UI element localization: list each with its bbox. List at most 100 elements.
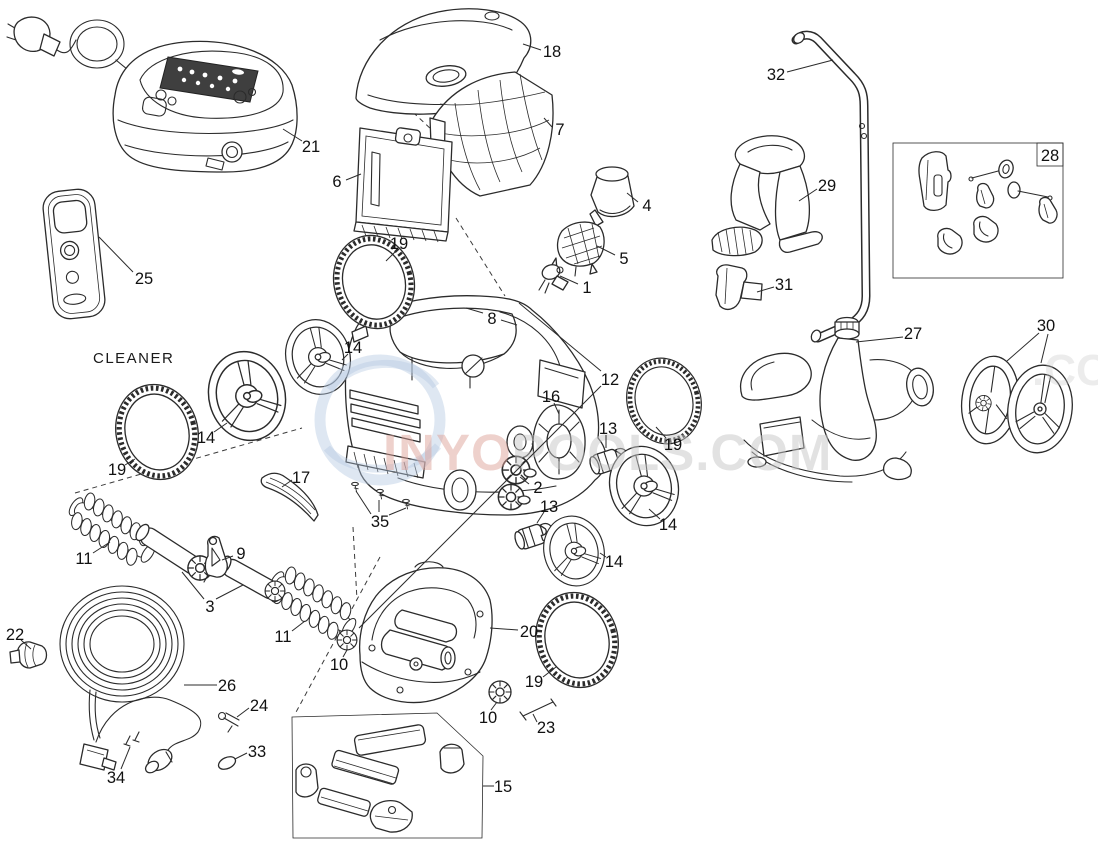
callout-leader-20 — [489, 627, 519, 631]
hose-fitting — [538, 264, 569, 294]
watermark-logo-swirl — [314, 354, 446, 486]
callout-14: 14 — [605, 553, 623, 571]
callout-20: 20 — [520, 623, 538, 641]
callout-14: 14 — [197, 429, 215, 447]
callout-leader-14 — [213, 422, 228, 433]
callout-leader-14 — [648, 508, 661, 520]
callout-19: 19 — [525, 673, 543, 691]
caddy-wheels — [960, 355, 1073, 454]
float-kit-box — [291, 712, 484, 839]
callout-15: 15 — [494, 778, 512, 796]
callout-leader-5 — [596, 245, 616, 256]
callout-18: 18 — [543, 43, 561, 61]
callout-21: 21 — [302, 138, 320, 156]
callout-leader-14 — [599, 552, 607, 558]
callout-leader-22 — [20, 639, 32, 650]
caddy-hook — [711, 135, 823, 257]
callout-leader-10 — [342, 649, 348, 658]
callout-leader-19 — [124, 458, 136, 466]
callout-4: 4 — [642, 197, 651, 215]
callout-1: 1 — [582, 279, 591, 297]
callout-leader-14 — [341, 353, 349, 361]
callout-25: 25 — [135, 270, 153, 288]
callout-leader-19 — [542, 666, 557, 678]
caddy-base — [740, 316, 934, 483]
hardware-kit-box — [892, 142, 1064, 279]
roller-tube-assembly — [135, 523, 286, 603]
callout-19: 19 — [108, 461, 126, 479]
motor-plate — [506, 404, 586, 480]
callout-2: 2 — [533, 479, 542, 497]
callout-10: 10 — [330, 656, 348, 674]
callout-leader-13 — [536, 511, 545, 524]
callout-14: 14 — [344, 339, 362, 357]
callout-23: 23 — [537, 719, 555, 737]
callout-leader-29 — [798, 188, 818, 202]
callout-leader-9 — [221, 555, 234, 561]
callout-31: 31 — [775, 276, 793, 294]
callout-leader-33 — [234, 752, 248, 760]
cable-elbow-connector — [79, 743, 117, 771]
callout-14: 14 — [659, 516, 677, 534]
callout-3: 3 — [205, 598, 214, 616]
callout-leader-30 — [1006, 332, 1040, 362]
hardware-kit-parts — [918, 151, 1058, 255]
callout-9: 9 — [236, 545, 245, 563]
callout-7: 7 — [555, 121, 564, 139]
callout-6: 6 — [332, 173, 341, 191]
callout-leader-10 — [490, 701, 498, 711]
callout-leader-7 — [543, 117, 553, 128]
callout-leader-35 — [355, 490, 372, 515]
callout-leader-8 — [465, 307, 484, 314]
callout-12: 12 — [601, 371, 619, 389]
callout-leader-35 — [388, 507, 407, 516]
callout-27: 27 — [904, 325, 922, 343]
wiper-strip — [260, 472, 319, 522]
connector-screws — [123, 731, 140, 747]
power-plug — [6, 16, 77, 57]
callout-leader-16 — [553, 402, 560, 415]
callout-leader-3 — [181, 571, 205, 600]
callout-leader-8 — [500, 319, 518, 326]
caddy-handle-tube — [791, 30, 871, 343]
callout-leader-32 — [786, 59, 834, 73]
hose-nut — [9, 641, 48, 669]
callout-leader-1 — [559, 275, 579, 285]
callouts-layer: 2125187645181912161414191321314141919201… — [6, 43, 1059, 796]
callout-13: 13 — [540, 498, 558, 516]
drive-gear — [488, 680, 512, 704]
callout-leader-27 — [855, 336, 904, 343]
callout-11: 11 — [75, 550, 92, 568]
watermark-tile-fragment: .COM — [1032, 346, 1098, 395]
callout-leader-6 — [345, 173, 362, 181]
axle-pin — [519, 698, 557, 721]
watermark-text: INYOPOOLS.COM — [383, 424, 832, 481]
callout-30: 30 — [1037, 317, 1055, 335]
power-supply-body — [112, 40, 298, 173]
callout-19: 19 — [390, 235, 408, 253]
callout-leader-2 — [519, 476, 530, 485]
callout-leader-12 — [518, 302, 602, 372]
callout-leader-18 — [522, 43, 542, 51]
callout-19: 19 — [664, 436, 682, 454]
callout-leader-34 — [120, 746, 131, 770]
drive-gears — [497, 455, 537, 511]
callout-11: 11 — [274, 628, 291, 646]
filter-door — [353, 127, 453, 243]
lower-chassis — [358, 561, 493, 704]
float-cable — [59, 585, 202, 774]
callout-10: 10 — [479, 709, 497, 727]
panel-buttons — [177, 66, 244, 92]
callout-leader-21 — [282, 128, 303, 142]
cable-plug-connector — [144, 748, 173, 774]
watermark: INYOPOOLS.COM .COM — [314, 346, 1098, 486]
callout-33: 33 — [248, 743, 266, 761]
callout-leader-17 — [281, 479, 293, 488]
callout-24: 24 — [250, 697, 268, 715]
tension-bracket — [203, 535, 228, 583]
callout-32: 32 — [767, 66, 785, 84]
drive-gear — [336, 629, 358, 651]
callout-17: 17 — [292, 469, 310, 487]
